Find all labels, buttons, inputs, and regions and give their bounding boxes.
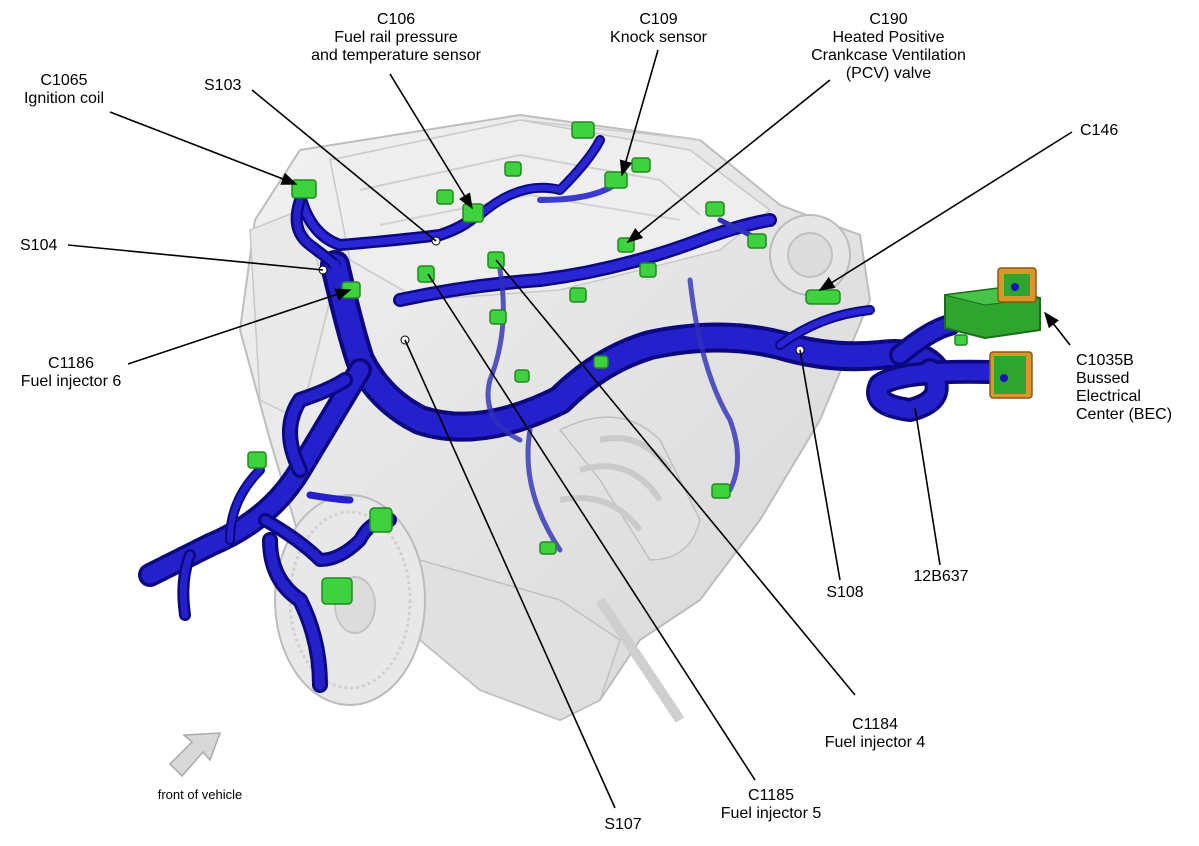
label-c1186: C1186 Fuel injector 6 <box>6 355 136 391</box>
c109-id: C109 <box>639 11 678 28</box>
leader-s104 <box>67 244 324 271</box>
connectors <box>247 121 968 605</box>
connector-c1186 <box>341 281 361 299</box>
label-s104: S104 <box>20 237 57 255</box>
label-s103: S103 <box>204 77 241 95</box>
leader-c106 <box>389 73 473 210</box>
front-of-vehicle-text: front of vehicle <box>157 787 243 802</box>
c1184-desc: Fuel injector 4 <box>824 734 926 751</box>
label-c1184: C1184 Fuel injector 4 <box>810 716 940 752</box>
s107-id: S107 <box>604 816 642 833</box>
front-of-vehicle-arrow-icon <box>168 732 222 778</box>
s108-id: S108 <box>826 584 864 601</box>
c1185-id: C1185 <box>748 787 794 804</box>
bussed-electrical-center <box>944 267 1041 399</box>
leader-c1186 <box>127 288 352 365</box>
s103-id: S103 <box>204 77 242 94</box>
c1035b-id: C1035B <box>1076 352 1134 369</box>
c190-desc-line3: (PCV) valve <box>845 65 932 82</box>
leader-c1185 <box>427 273 756 781</box>
c146-id: C146 <box>1080 122 1119 139</box>
c190-desc-line2: Crankcase Ventilation <box>811 47 966 64</box>
leader-s103 <box>251 89 437 242</box>
c109-desc: Knock sensor <box>610 29 707 46</box>
c1035b-desc-line2: Electrical <box>1076 388 1141 405</box>
leader-c1065 <box>109 111 298 185</box>
connector-c109 <box>604 171 628 189</box>
c1035b-desc-line3: Center (BEC) <box>1076 406 1173 423</box>
c106-desc-line2: and temperature sensor <box>311 47 481 64</box>
leader-s107 <box>404 339 616 809</box>
harness-id: 12B637 <box>913 568 969 585</box>
c1185-desc: Fuel injector 5 <box>720 805 822 822</box>
leader-c1035b <box>1044 311 1071 346</box>
wiring-harness <box>138 135 1002 693</box>
leader-lines <box>67 49 1073 809</box>
label-c190: C190 Heated Positive Crankcase Ventilati… <box>806 11 971 83</box>
s104-id: S104 <box>20 237 58 254</box>
label-c1035b: C1035B Bussed Electrical Center (BEC) <box>1076 352 1172 424</box>
label-c146: C146 <box>1080 122 1118 140</box>
leader-c190 <box>626 79 831 244</box>
leader-c1184 <box>495 259 856 696</box>
label-front-of-vehicle: front of vehicle <box>140 787 260 802</box>
connector-c106 <box>462 203 484 223</box>
label-c106: C106 Fuel rail pressure and temperature … <box>296 11 496 65</box>
label-12b637: 12B637 <box>906 568 976 586</box>
label-c109: C109 Knock sensor <box>596 11 721 47</box>
c1065-id: C1065 <box>40 72 88 89</box>
leader-c146 <box>818 131 1073 291</box>
c1186-id: C1186 <box>48 355 94 372</box>
leader-c109 <box>619 49 659 177</box>
c1186-desc: Fuel injector 6 <box>20 373 122 390</box>
c1035b-desc-line1: Bussed <box>1076 370 1130 387</box>
label-c1185: C1185 Fuel injector 5 <box>706 787 836 823</box>
leader-12b637 <box>914 407 941 566</box>
connector-c1065 <box>291 179 317 199</box>
label-s107: S107 <box>598 816 648 834</box>
c106-desc-line1: Fuel rail pressure <box>334 29 458 46</box>
label-s108: S108 <box>820 584 870 602</box>
label-c1065: C1065 Ignition coil <box>8 72 120 108</box>
c190-desc-line1: Heated Positive <box>832 29 945 46</box>
leader-s108 <box>799 349 841 581</box>
c1184-id: C1184 <box>852 716 898 733</box>
c190-id: C190 <box>869 11 908 28</box>
c106-id: C106 <box>376 11 416 28</box>
connector-c146 <box>805 289 841 305</box>
c1065-desc: Ignition coil <box>23 90 105 107</box>
